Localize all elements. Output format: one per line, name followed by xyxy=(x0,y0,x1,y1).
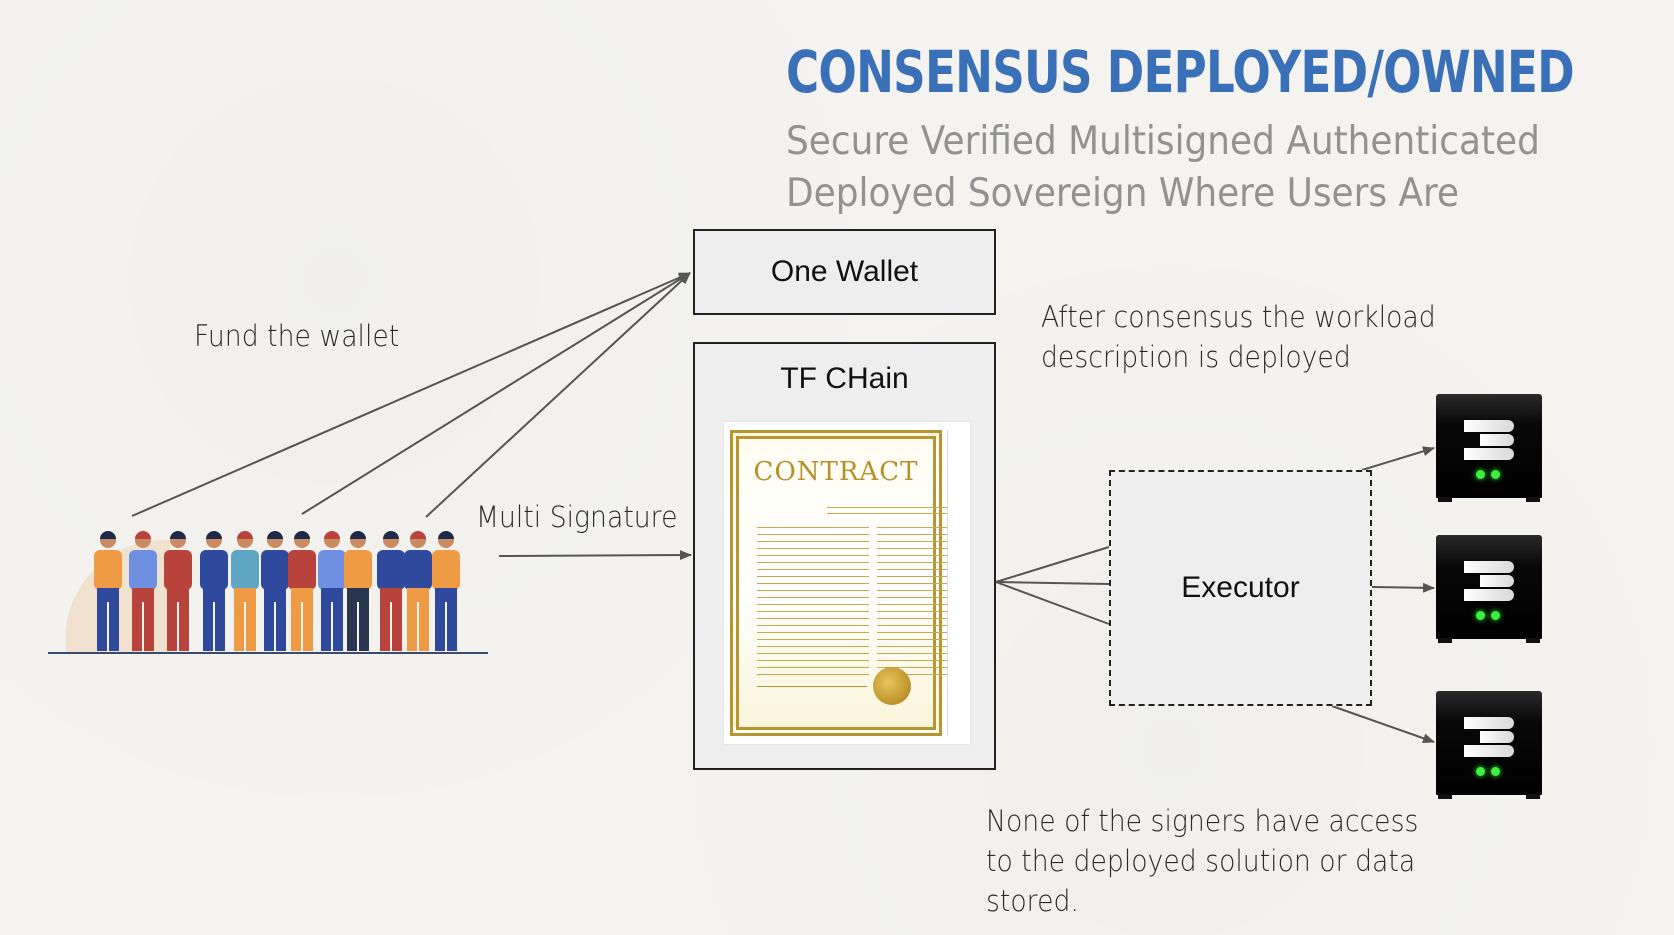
person-figure xyxy=(377,531,405,651)
contract-document-icon: CONTRACT xyxy=(724,422,970,744)
server-node-icon xyxy=(1436,691,1542,799)
person-figure xyxy=(94,531,122,651)
fund-arrow-2 xyxy=(301,272,691,515)
watermark-strip xyxy=(947,430,966,736)
person-figure xyxy=(231,531,259,651)
executor-to-server-1 xyxy=(1361,446,1435,471)
executor-to-server-2 xyxy=(1371,582,1435,593)
person-figure xyxy=(288,531,316,651)
person-figure xyxy=(200,531,228,651)
server-node-icon xyxy=(1436,394,1542,502)
server-node-icon xyxy=(1436,535,1542,643)
multi-signature-label: Multi Signature xyxy=(476,500,678,534)
chain-to-executor-2 xyxy=(995,581,1110,585)
chain-to-executor-1 xyxy=(995,546,1110,583)
one-wallet-label: One Wallet xyxy=(770,255,919,288)
person-figure xyxy=(318,531,346,651)
person-figure xyxy=(164,531,192,651)
seal-icon xyxy=(873,667,911,705)
none-access-note: None of the signers have access to the d… xyxy=(986,801,1418,921)
fund-wallet-label: Fund the wallet xyxy=(194,319,400,353)
person-figure xyxy=(129,531,157,651)
chain-to-executor-3 xyxy=(995,581,1110,625)
signature-line xyxy=(757,686,867,687)
person-figure xyxy=(404,531,432,651)
note-line: to the deployed solution or data xyxy=(986,844,1416,878)
note-line: After consensus the workload xyxy=(1041,300,1436,334)
note-line: None of the signers have access xyxy=(986,804,1419,838)
note-line: stored. xyxy=(986,884,1079,918)
person-figure xyxy=(261,531,289,651)
executor-to-server-3 xyxy=(1331,705,1435,744)
person-figure xyxy=(432,531,460,651)
multisig-arrow xyxy=(498,550,692,561)
slide-subtitle: Secure Verified Multisigned Authenticate… xyxy=(786,116,1614,220)
person-figure xyxy=(344,531,372,651)
fund-arrow-1 xyxy=(131,272,691,517)
slide-title: CONSENSUS DEPLOYED/OWNED xyxy=(786,38,1575,106)
note-line: description is deployed xyxy=(1041,340,1351,374)
tf-chain-label: TF CHain xyxy=(780,362,909,395)
executor-box: Executor xyxy=(1109,470,1372,706)
one-wallet-box: One Wallet xyxy=(693,229,996,315)
fund-arrow-3 xyxy=(425,272,691,518)
contract-title: CONTRACT xyxy=(753,457,919,487)
executor-label: Executor xyxy=(1181,571,1300,604)
contract-text-lines xyxy=(757,507,947,677)
subtitle-line-2: Deployed Sovereign Where Users Are xyxy=(786,171,1460,216)
after-consensus-note: After consensus the workload description… xyxy=(1041,297,1436,377)
subtitle-line-1: Secure Verified Multisigned Authenticate… xyxy=(786,119,1540,164)
